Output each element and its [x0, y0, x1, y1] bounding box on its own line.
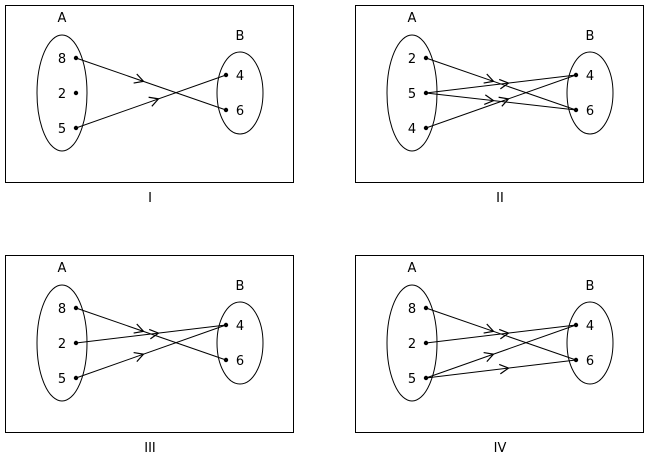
panel-frame — [355, 5, 644, 183]
set-b-label: B — [586, 279, 595, 294]
point — [73, 90, 79, 96]
set-b-element: 6 — [586, 354, 594, 369]
panel-frame — [5, 5, 294, 183]
panel-frame — [5, 255, 294, 433]
set-a-element: 4 — [408, 122, 416, 137]
arrowhead-icon — [148, 96, 160, 107]
set-a-element: 8 — [58, 302, 66, 317]
arrowhead-icon — [133, 73, 145, 84]
set-a-label: A — [408, 261, 417, 276]
set-b-element: 4 — [586, 69, 594, 84]
set-a-element: 5 — [58, 122, 66, 137]
set-a-label: A — [58, 11, 67, 26]
set-b-label: B — [586, 29, 595, 44]
panel-caption: IV — [494, 441, 507, 456]
set-a-element: 5 — [408, 87, 416, 102]
set-b-element: 4 — [586, 319, 594, 334]
set-a-element: 8 — [58, 52, 66, 67]
arrowhead-icon — [498, 96, 510, 107]
set-a-ellipse — [386, 284, 438, 402]
set-b-ellipse — [566, 301, 614, 385]
panel-caption: I — [148, 191, 152, 206]
mapping-arrow-line — [425, 359, 577, 379]
panel-IV: A B 8 2 5 4 6IV — [355, 255, 644, 456]
set-a-element: 5 — [58, 372, 66, 387]
set-a-label: A — [58, 261, 67, 276]
arrowhead-icon — [498, 363, 510, 375]
set-a-element: 2 — [58, 337, 66, 352]
mapping-arrow-line — [425, 74, 577, 94]
set-b-label: B — [236, 29, 245, 44]
panel-I: A B 8 2 5 4 6I — [5, 5, 294, 206]
mapping-arrow-line — [75, 324, 227, 344]
set-a-label: A — [408, 11, 417, 26]
set-b-label: B — [236, 279, 245, 294]
set-b-element: 6 — [236, 354, 244, 369]
set-a-element: 2 — [408, 52, 416, 67]
arrowhead-icon — [483, 73, 495, 84]
set-b-ellipse — [566, 51, 614, 135]
panel-caption: III — [144, 441, 156, 456]
set-a-element: 2 — [58, 87, 66, 102]
arrowhead-icon — [483, 323, 495, 334]
mapping-arrow-line — [425, 324, 577, 344]
arrowhead-icon — [498, 78, 510, 90]
set-b-element: 4 — [236, 69, 244, 84]
panel-caption: II — [496, 191, 504, 206]
arrowhead-icon — [133, 323, 145, 334]
set-a-ellipse — [386, 34, 438, 152]
set-a-element: 5 — [408, 372, 416, 387]
mapping-arrow-line — [425, 324, 577, 379]
set-b-element: 6 — [236, 104, 244, 119]
set-a-element: 2 — [408, 337, 416, 352]
arrowhead-icon — [133, 351, 145, 362]
arrowhead-icon — [148, 328, 160, 340]
arrowhead-icon — [498, 328, 510, 340]
set-b-ellipse — [216, 301, 264, 385]
panel-frame — [355, 255, 644, 433]
set-a-ellipse — [36, 34, 88, 152]
mapping-arrow-line — [75, 74, 227, 129]
set-b-element: 6 — [586, 104, 594, 119]
panel-II: A B 2 5 4 4 6II — [355, 5, 644, 206]
mapping-arrow-line — [425, 74, 577, 129]
set-a-element: 8 — [408, 302, 416, 317]
mapping-arrow-line — [75, 57, 227, 111]
arrowhead-icon — [483, 351, 495, 362]
arrowhead-icon — [484, 94, 495, 105]
set-b-element: 4 — [236, 319, 244, 334]
mapping-arrow-line — [75, 324, 227, 379]
set-b-ellipse — [216, 51, 264, 135]
set-a-ellipse — [36, 284, 88, 402]
